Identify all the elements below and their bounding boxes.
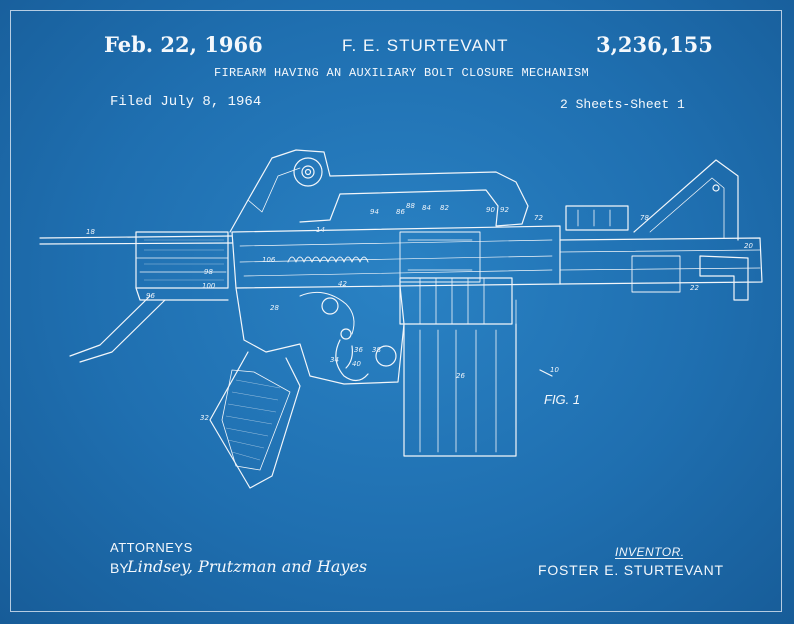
ref-label: 38 bbox=[372, 346, 381, 354]
ref-label: 20 bbox=[744, 242, 753, 250]
ref-label: 22 bbox=[690, 284, 699, 292]
ref-label: 88 bbox=[406, 202, 415, 210]
stock-brace bbox=[69, 295, 151, 357]
ref-label: 92 bbox=[500, 206, 509, 214]
inventor-name: FOSTER E. STURTEVANT bbox=[538, 562, 724, 578]
ref-label: 18 bbox=[86, 228, 95, 236]
carry-handle bbox=[229, 149, 529, 233]
ref-label: 106 bbox=[262, 256, 276, 264]
ref-label: 34 bbox=[330, 356, 339, 364]
ref-label: 28 bbox=[270, 304, 279, 312]
ref-label: 26 bbox=[456, 372, 465, 380]
ref-label: 72 bbox=[534, 214, 543, 222]
ref-label: 36 bbox=[354, 346, 363, 354]
ref-label: 98 bbox=[204, 268, 213, 276]
sheet-number: 2 Sheets-Sheet 1 bbox=[560, 97, 685, 112]
ref-label: 84 bbox=[422, 204, 431, 212]
magazine bbox=[403, 323, 517, 457]
ref-label: 100 bbox=[202, 282, 216, 290]
action-spring bbox=[287, 256, 369, 263]
ref-label: 94 bbox=[370, 208, 379, 216]
inventor-underline bbox=[615, 558, 683, 559]
bolt-carrier bbox=[399, 231, 481, 283]
inventor-label: INVENTOR. bbox=[615, 545, 685, 559]
ref-label: 10 bbox=[550, 366, 559, 374]
front-sight-post bbox=[633, 159, 739, 241]
attorneys-label: ATTORNEYS bbox=[110, 540, 193, 555]
trigger bbox=[345, 345, 353, 369]
bolt-assembly bbox=[399, 277, 513, 325]
barrel-shroud bbox=[559, 237, 763, 285]
by-label: BY bbox=[110, 560, 129, 576]
filed-date: Filed July 8, 1964 bbox=[110, 94, 262, 110]
rear-sight-drum bbox=[293, 157, 323, 187]
ref-label: 96 bbox=[146, 292, 155, 300]
patent-title: FIREARM HAVING AN AUXILIARY BOLT CLOSURE… bbox=[214, 66, 590, 80]
barrel-nut bbox=[565, 205, 629, 231]
ref-label: 14 bbox=[316, 226, 325, 234]
pistol-grip bbox=[209, 351, 301, 489]
figure-label: FIG. 1 bbox=[544, 392, 581, 407]
trigger-guard bbox=[335, 339, 369, 382]
ref-label: 82 bbox=[440, 204, 449, 212]
sight-base bbox=[699, 255, 749, 301]
ref-label: 78 bbox=[640, 214, 649, 222]
ref-label: 40 bbox=[352, 360, 361, 368]
drawing-border bbox=[10, 10, 782, 612]
attorney-signature: Lindsey, Prutzman and Hayes bbox=[127, 557, 368, 576]
ref-label: 42 bbox=[338, 280, 347, 288]
ref-label: 86 bbox=[396, 208, 405, 216]
stock-body bbox=[135, 231, 229, 289]
inventor-header: F. E. STURTEVANT bbox=[342, 36, 509, 55]
ref-label: 32 bbox=[200, 414, 209, 422]
lower-receiver bbox=[235, 285, 405, 385]
patent-date: Feb. 22, 1966 bbox=[104, 32, 263, 57]
ref-label: 90 bbox=[486, 206, 495, 214]
leader-arrow-10 bbox=[539, 369, 553, 377]
patent-number: 3,236,155 bbox=[596, 32, 713, 57]
